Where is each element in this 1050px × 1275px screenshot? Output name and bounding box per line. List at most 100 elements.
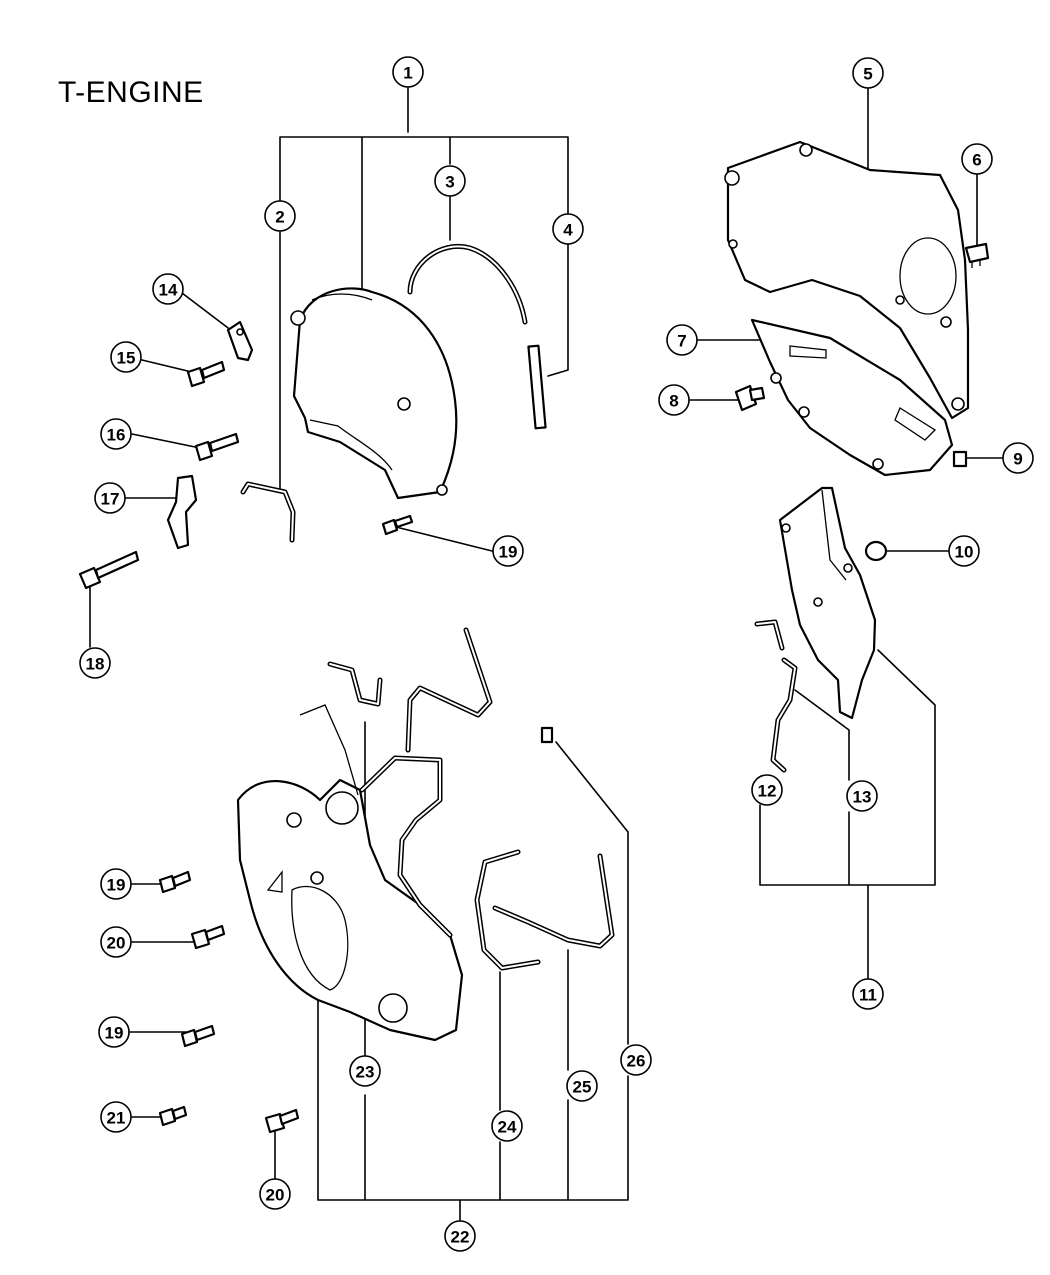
callout-4: 4 bbox=[552, 213, 584, 245]
callout-circle bbox=[751, 774, 783, 806]
callout-number: 14 bbox=[159, 281, 178, 300]
callout-9: 9 bbox=[1002, 442, 1034, 474]
callout-circle bbox=[846, 780, 878, 812]
bolt-19-left-b bbox=[180, 1024, 216, 1048]
callout-number: 11 bbox=[859, 986, 877, 1005]
callout-circle bbox=[1002, 442, 1034, 474]
callout-circle bbox=[948, 535, 980, 567]
callout-number: 24 bbox=[498, 1118, 517, 1137]
callout-circle bbox=[620, 1044, 652, 1076]
callout-circle bbox=[110, 341, 142, 373]
callout-number: 4 bbox=[563, 221, 573, 240]
callout-circle bbox=[434, 165, 466, 197]
callout-19: 19 bbox=[98, 1016, 130, 1048]
callout-20: 20 bbox=[259, 1178, 291, 1210]
bolt-20-bottom bbox=[264, 1108, 300, 1134]
callout-circle bbox=[852, 978, 884, 1010]
callout-circle bbox=[852, 57, 884, 89]
callout-13: 13 bbox=[846, 780, 878, 812]
callout-number: 1 bbox=[403, 64, 412, 83]
bolt-19-left-a bbox=[158, 870, 192, 894]
callout-circle bbox=[444, 1220, 476, 1252]
callout-25: 25 bbox=[566, 1070, 598, 1102]
callout-number: 19 bbox=[107, 876, 126, 895]
bolt-9 bbox=[952, 450, 968, 468]
callout-7: 7 bbox=[666, 324, 698, 356]
seal-26 bbox=[540, 726, 554, 744]
bolt-18 bbox=[78, 550, 140, 590]
callout-circle bbox=[94, 482, 126, 514]
callout-circle bbox=[492, 535, 524, 567]
callout-2: 2 bbox=[264, 200, 296, 232]
callout-number: 21 bbox=[107, 1109, 126, 1128]
callout-number: 17 bbox=[101, 490, 120, 509]
callout-21: 21 bbox=[100, 1101, 132, 1133]
callout-circle bbox=[566, 1070, 598, 1102]
gasket-2 bbox=[240, 481, 296, 543]
callout-circle bbox=[100, 868, 132, 900]
bolt-15 bbox=[186, 360, 226, 388]
callout-number: 7 bbox=[677, 332, 686, 351]
callout-number: 22 bbox=[451, 1228, 470, 1247]
callout-circle bbox=[259, 1178, 291, 1210]
callout-number: 6 bbox=[972, 151, 981, 170]
gasket-23 bbox=[327, 627, 493, 938]
callout-number: 19 bbox=[105, 1024, 124, 1043]
bolt-8 bbox=[734, 384, 766, 412]
callout-circle bbox=[666, 324, 698, 356]
rear-plate-5 bbox=[724, 140, 970, 420]
lower-timing-cover bbox=[236, 704, 464, 1042]
callout-number: 18 bbox=[86, 655, 105, 674]
callout-circle bbox=[552, 213, 584, 245]
callout-circle bbox=[264, 200, 296, 232]
callout-19: 19 bbox=[100, 868, 132, 900]
callout-5: 5 bbox=[852, 57, 884, 89]
callout-3: 3 bbox=[434, 165, 466, 197]
callout-circle bbox=[392, 56, 424, 88]
callout-6: 6 bbox=[961, 143, 993, 175]
callout-circle bbox=[658, 384, 690, 416]
callout-number: 8 bbox=[669, 392, 678, 411]
callout-number: 23 bbox=[356, 1063, 375, 1082]
callout-1: 1 bbox=[392, 56, 424, 88]
callout-12: 12 bbox=[751, 774, 783, 806]
callout-number: 15 bbox=[117, 349, 136, 368]
callout-number: 20 bbox=[107, 934, 126, 953]
callout-26: 26 bbox=[620, 1044, 652, 1076]
seal-4 bbox=[527, 344, 547, 430]
bolt-21 bbox=[158, 1105, 188, 1127]
bolt-19-top bbox=[381, 514, 414, 536]
callout-number: 3 bbox=[445, 173, 454, 192]
callout-number: 25 bbox=[573, 1078, 592, 1097]
inner-plate-7 bbox=[750, 318, 954, 477]
callout-17: 17 bbox=[94, 482, 126, 514]
upper-timing-cover bbox=[290, 287, 458, 500]
callout-number: 13 bbox=[853, 788, 872, 807]
callout-circle bbox=[152, 273, 184, 305]
callout-circle bbox=[349, 1055, 381, 1087]
callout-10: 10 bbox=[948, 535, 980, 567]
callout-number: 26 bbox=[627, 1052, 646, 1071]
gasket-13 bbox=[770, 657, 798, 773]
callout-16: 16 bbox=[100, 418, 132, 450]
callout-circle bbox=[100, 926, 132, 958]
callout-number: 19 bbox=[499, 543, 518, 562]
gasket-12 bbox=[754, 619, 785, 651]
bolt-6 bbox=[964, 242, 990, 268]
callout-20: 20 bbox=[100, 926, 132, 958]
callout-number: 20 bbox=[266, 1186, 285, 1205]
plug-10 bbox=[864, 540, 888, 562]
callout-number: 12 bbox=[758, 782, 777, 801]
callout-circle bbox=[98, 1016, 130, 1048]
callout-22: 22 bbox=[444, 1220, 476, 1252]
callout-number: 10 bbox=[955, 543, 974, 562]
gasket-3 bbox=[407, 244, 528, 325]
rear-cover-11 bbox=[778, 486, 877, 720]
callout-8: 8 bbox=[658, 384, 690, 416]
gasket-24 bbox=[474, 849, 541, 971]
callout-circle bbox=[100, 418, 132, 450]
callout-circle bbox=[491, 1110, 523, 1142]
callout-circle bbox=[961, 143, 993, 175]
